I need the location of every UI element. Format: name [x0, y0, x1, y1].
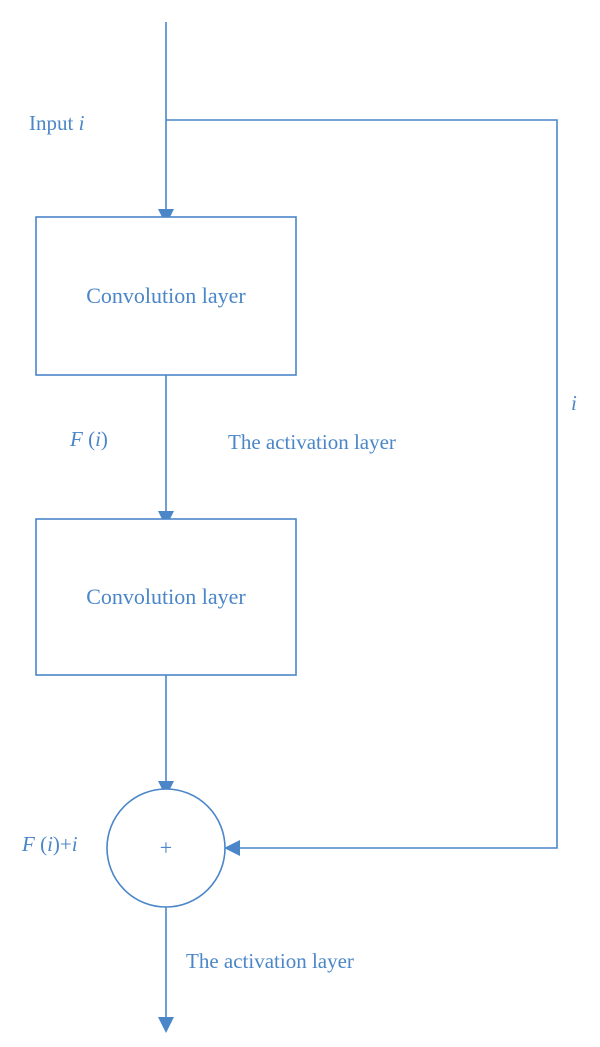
f-of-i-label: F (i)	[69, 427, 108, 451]
activation-layer-label-1: The activation layer	[228, 430, 396, 454]
plus-symbol: +	[160, 835, 172, 860]
skip-connection-label: i	[571, 391, 577, 415]
skip-connection-path	[166, 119, 558, 856]
convolution-layer-box-2	[35, 518, 297, 676]
activation-layer-label-2: The activation layer	[186, 949, 354, 973]
convolution-layer-label-2: Convolution layer	[86, 584, 246, 609]
input-label: Input i	[29, 111, 85, 135]
convolution-layer-label-1: Convolution layer	[86, 283, 246, 308]
convolution-layer-box-1	[35, 216, 297, 376]
f-of-i-plus-i-label: F (i)+i	[21, 832, 78, 856]
